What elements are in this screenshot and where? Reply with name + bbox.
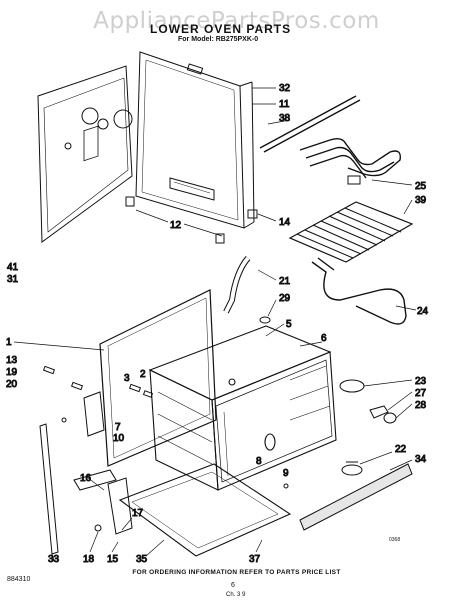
callout-1: 1 (6, 337, 12, 348)
callout-8: 8 (256, 456, 262, 467)
callout-35: 35 (136, 554, 148, 565)
watermark: AppliancePartsPros.com (93, 8, 380, 34)
callout-21: 21 (279, 276, 291, 287)
bake-element (311, 257, 407, 325)
callout-33: 33 (48, 554, 60, 565)
side-insulation-panel (37, 65, 133, 243)
bracket-12-right (215, 233, 225, 244)
callout-32: 32 (279, 83, 291, 94)
callout-37: 37 (249, 554, 261, 565)
oven-rack (288, 201, 414, 263)
callout-10: 10 (113, 433, 125, 444)
clip-14 (247, 209, 258, 219)
callout-12: 12 (170, 220, 182, 231)
callout-9: 9 (283, 468, 289, 479)
callout-2: 2 (140, 369, 146, 380)
leader-lines (13, 87, 417, 561)
callout-17: 17 (132, 508, 144, 519)
model-line: For Model: RB275PXK-0 (178, 36, 259, 43)
small-code: 0368 (389, 537, 401, 543)
callout-23: 23 (415, 376, 427, 387)
document-code: 884310 (7, 576, 31, 583)
callout-7: 7 (115, 422, 121, 433)
rear-panel (135, 51, 255, 229)
callout-38: 38 (279, 113, 291, 124)
callout-20: 20 (6, 379, 18, 390)
front-frame (99, 289, 217, 467)
hinge-parts (42, 365, 154, 437)
callout-24: 24 (417, 306, 429, 317)
callout-6: 6 (321, 333, 327, 344)
callout-29: 29 (279, 293, 291, 304)
light-socket (369, 405, 389, 419)
callout-15: 15 (107, 554, 119, 565)
callout-31: 31 (7, 274, 19, 285)
oven-bottom (118, 463, 292, 557)
broil-element (259, 95, 401, 185)
callout-27: 27 (415, 388, 427, 399)
callout-16: 16 (80, 473, 92, 484)
callout-5: 5 (286, 319, 292, 330)
light-lens (339, 379, 365, 393)
callout-41: 41 (7, 262, 19, 273)
screw (61, 417, 67, 423)
callout-22: 22 (395, 444, 407, 455)
vent-fitting (341, 464, 363, 476)
oven-liner (148, 325, 337, 491)
diagram-title: LOWER OVEN PARTS (150, 22, 292, 36)
bottom-trim (299, 463, 413, 531)
callout-19: 19 (6, 367, 18, 378)
screw-9 (283, 483, 289, 489)
callout-3: 3 (124, 373, 130, 384)
side-trim (39, 423, 59, 555)
grommet (259, 316, 271, 324)
element-part-8 (264, 433, 276, 451)
door-hinge (73, 469, 133, 535)
callout-25: 25 (415, 181, 427, 192)
callout-34: 34 (415, 454, 427, 465)
callout-18: 18 (83, 554, 95, 565)
callout-13: 13 (6, 355, 18, 366)
bracket-12-left (125, 196, 135, 207)
ordering-note: FOR ORDERING INFORMATION REFER TO PARTS … (132, 569, 341, 576)
callout-39: 39 (415, 195, 427, 206)
page-subnote: Ch. 3 9 (226, 592, 246, 598)
light-bulb (383, 412, 397, 424)
callout-14: 14 (279, 217, 291, 228)
vent-tube (223, 256, 251, 314)
callout-28: 28 (415, 400, 427, 411)
page-number: 6 (231, 582, 235, 589)
callout-11: 11 (279, 99, 290, 110)
